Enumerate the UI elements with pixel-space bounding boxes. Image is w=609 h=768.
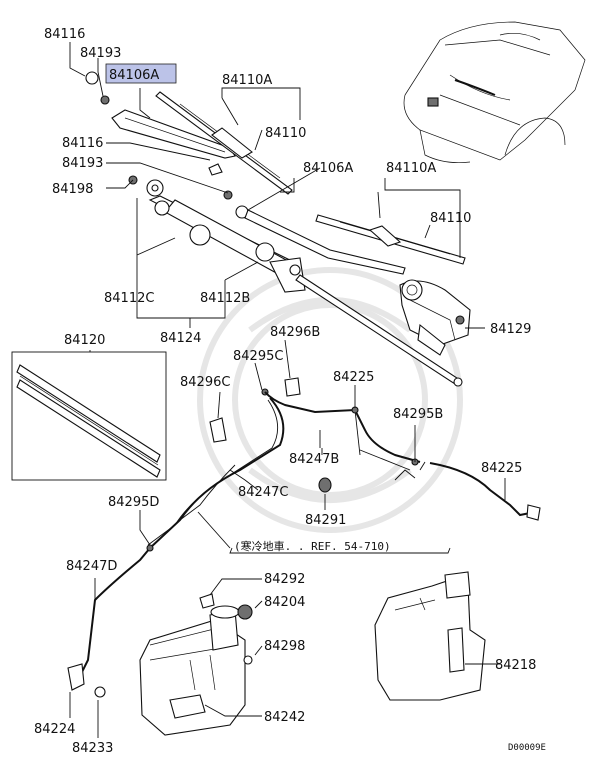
front-wiper-arm-lower	[235, 205, 406, 275]
wiper-blade-rubber	[16, 364, 161, 478]
label-84295B: 84295B	[393, 407, 443, 422]
label-84247D: 84247D	[66, 559, 117, 574]
label-84120: 84120	[64, 333, 105, 348]
cold-area-reservoir	[374, 571, 486, 701]
label-84295C: 84295C	[233, 349, 283, 364]
front-wiper-blade-lower	[315, 214, 466, 265]
label-84110A-mid: 84110A	[386, 161, 436, 176]
label-84225-top: 84225	[333, 370, 374, 385]
diagram-code: D00009E	[508, 743, 546, 753]
label-84291: 84291	[305, 513, 346, 528]
highlight-box	[105, 63, 177, 84]
leader-lines	[69, 42, 506, 738]
vehicle-location-illustration	[403, 21, 586, 164]
label-84193-top: 84193	[80, 46, 121, 61]
label-84193-mid: 84193	[62, 156, 103, 171]
washer-reservoir	[139, 605, 246, 736]
label-84225-right: 84225	[481, 461, 522, 476]
label-84204: 84204	[264, 595, 305, 610]
rear-nozzle	[526, 504, 541, 521]
label-84110-mid: 84110	[430, 211, 471, 226]
label-84198: 84198	[52, 182, 93, 197]
label-84296B: 84296B	[270, 325, 320, 340]
label-84124: 84124	[160, 331, 201, 346]
reservoir-bolt	[243, 655, 253, 665]
label-84247C: 84247C	[238, 485, 288, 500]
label-84129: 84129	[490, 322, 531, 337]
label-84233: 84233	[72, 741, 113, 756]
label-84292: 84292	[264, 572, 305, 587]
washer-nozzle-clip	[209, 377, 301, 443]
label-84112B: 84112B	[200, 291, 250, 306]
label-84298: 84298	[264, 639, 305, 654]
reservoir-cap-clip	[199, 593, 215, 609]
label-84295D: 84295D	[108, 495, 159, 510]
grommet	[318, 477, 332, 493]
front-wiper-arm-upper	[85, 71, 236, 176]
label-84110A-top: 84110A	[222, 73, 272, 88]
nut	[223, 190, 233, 200]
blade-rubber-inset-box	[11, 351, 167, 481]
wiper-motor	[399, 279, 471, 356]
rod-end	[453, 377, 463, 387]
reference-note: (寒冷地車. . REF. 54-710)	[234, 539, 391, 553]
label-84106A-top-highlighted[interactable]: 84106A	[109, 68, 159, 83]
wiper-linkage-assembly	[128, 175, 306, 293]
front-wiper-blade-upper	[155, 91, 293, 195]
label-84247B: 84247B	[289, 452, 339, 467]
hose-joint-lower	[146, 544, 154, 552]
label-84116-top: 84116	[44, 27, 85, 42]
reference-callout: (寒冷地車. . REF. 54-710)	[229, 539, 451, 554]
label-84112C: 84112C	[104, 291, 154, 306]
label-84116-mid: 84116	[62, 136, 103, 151]
label-84224: 84224	[34, 722, 75, 737]
washer-pump	[67, 663, 106, 698]
label-84296C: 84296C	[180, 375, 230, 390]
label-84110-top: 84110	[265, 126, 306, 141]
part-labels: 84116 84193 84106A 84110A 84110 84116 84…	[34, 27, 536, 756]
reservoir-cap	[237, 604, 253, 620]
label-84218: 84218	[495, 658, 536, 673]
label-84106A-mid: 84106A	[303, 161, 353, 176]
label-84242: 84242	[264, 710, 305, 725]
